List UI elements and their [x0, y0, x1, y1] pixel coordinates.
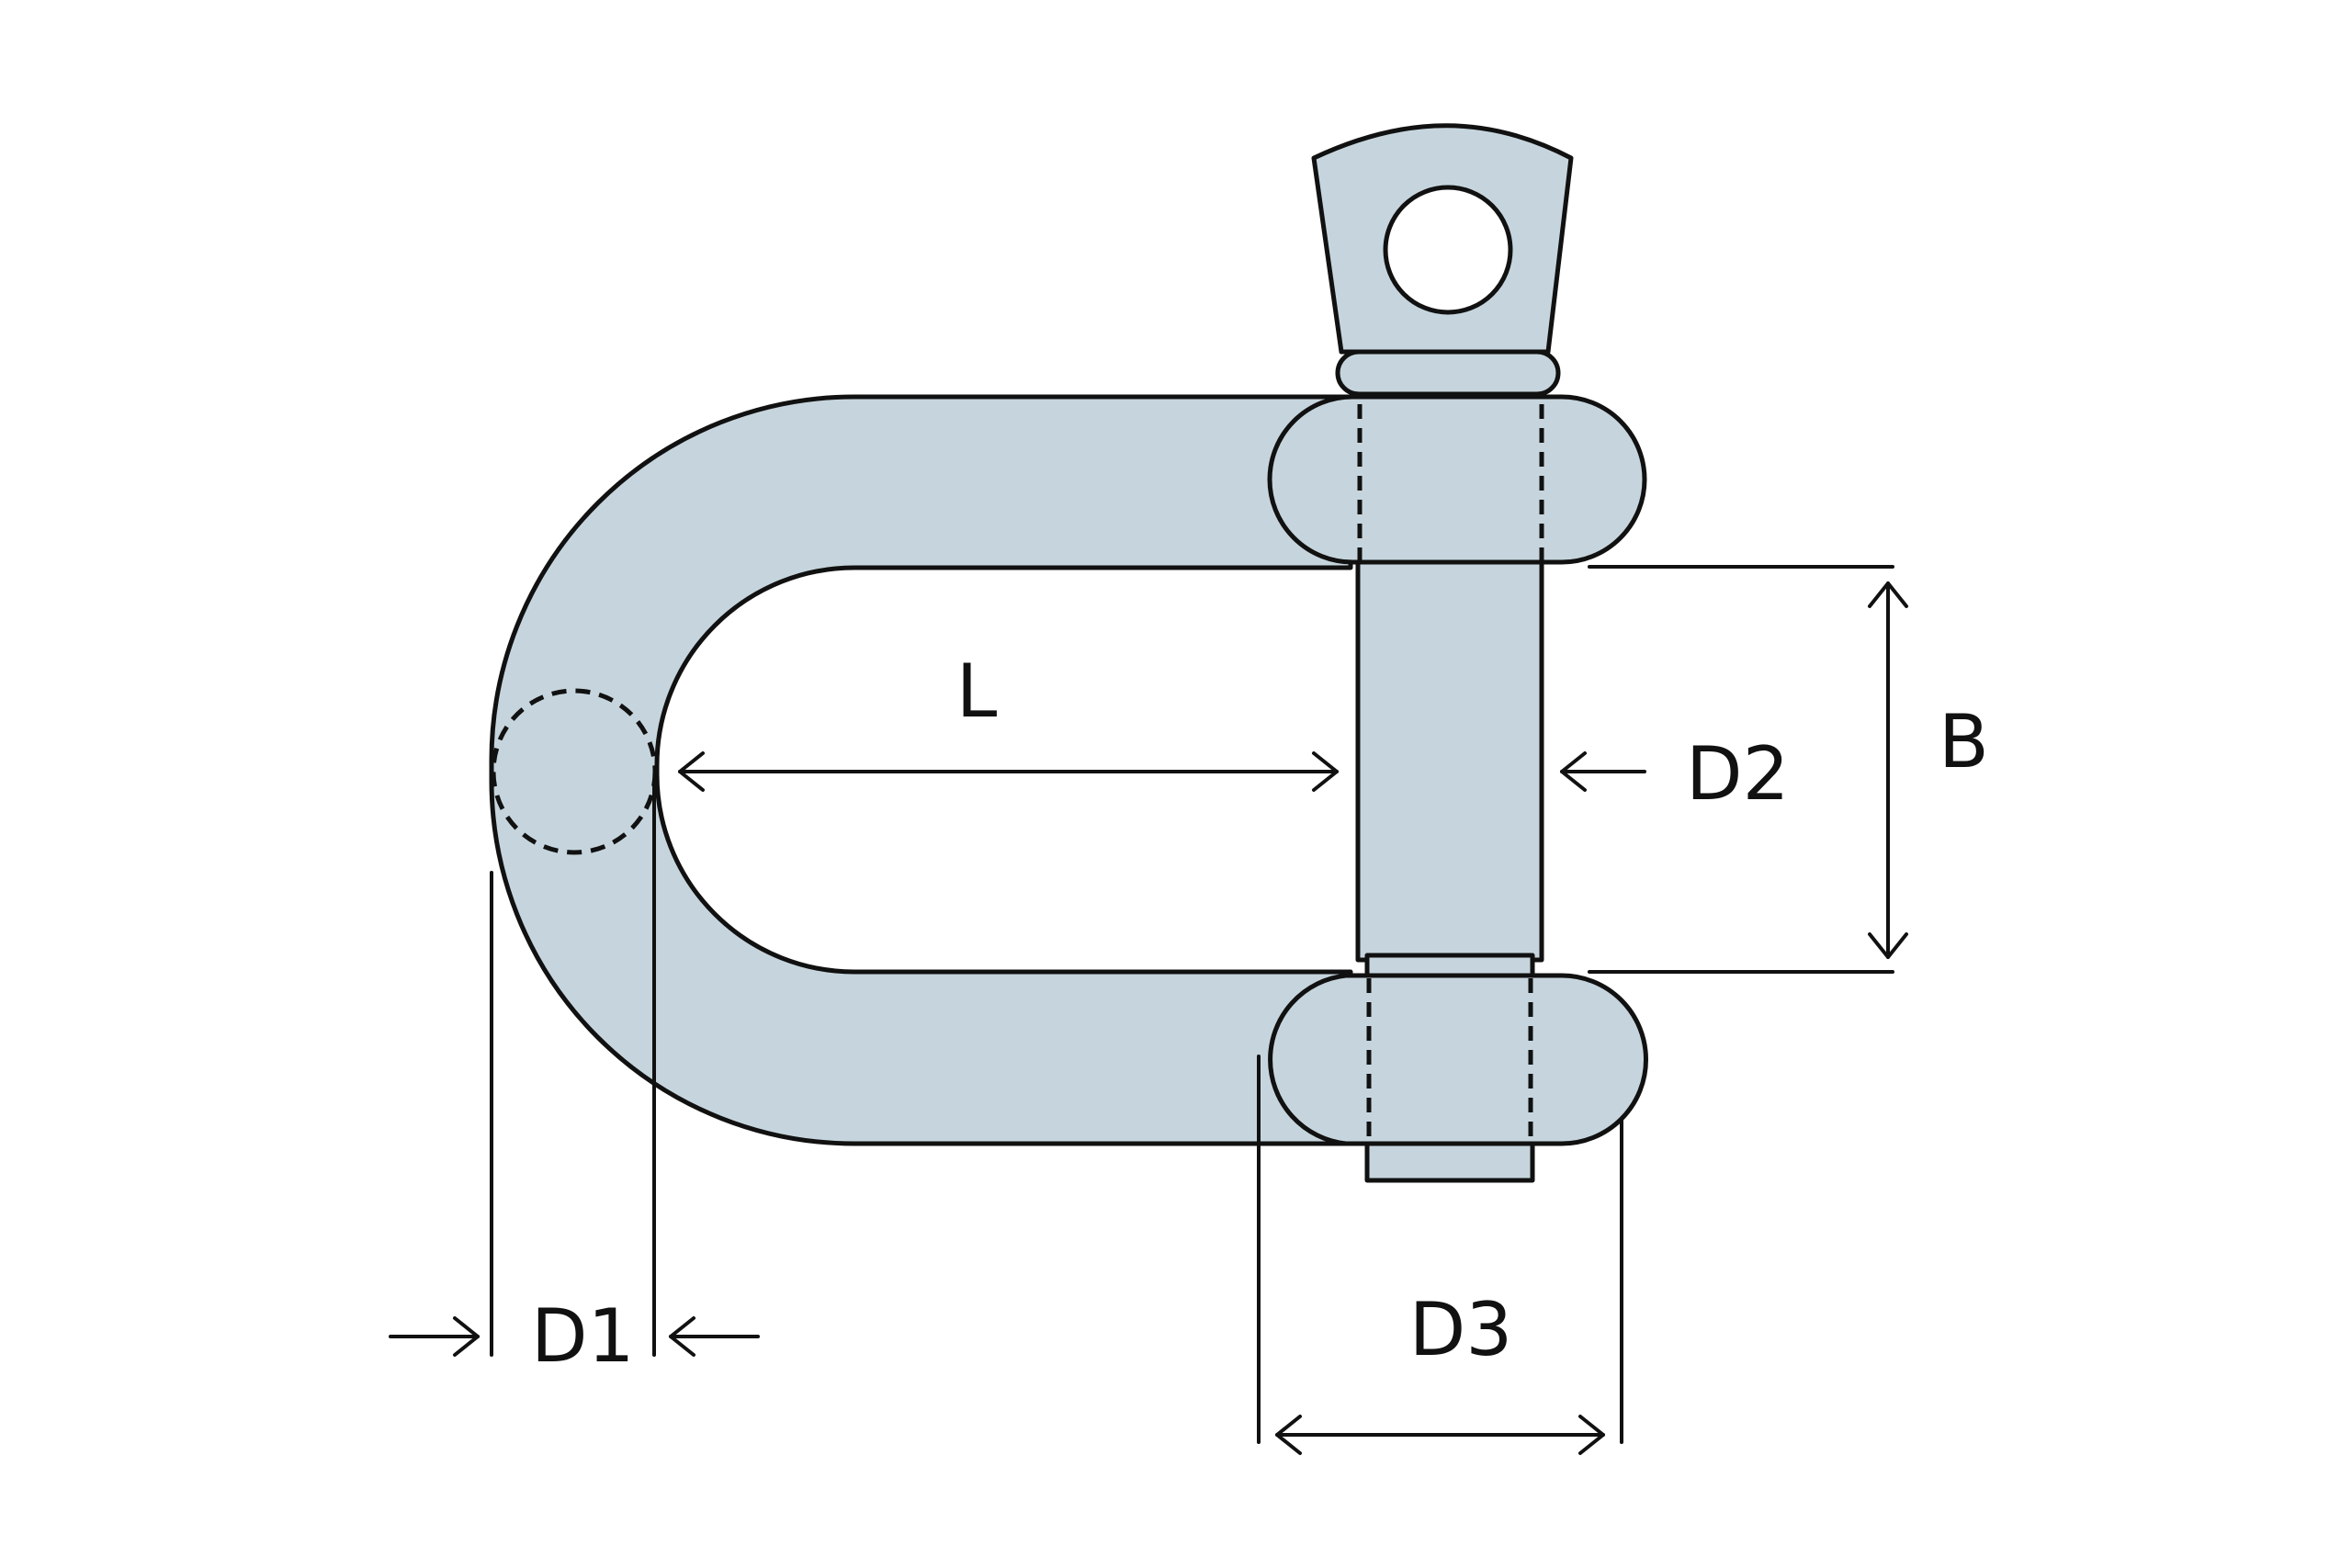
dimension-l [678, 751, 1339, 792]
label-b: B [1939, 699, 1989, 784]
pin-head-hole [1383, 185, 1513, 315]
label-d2: D2 [1686, 731, 1790, 817]
pin-shaft [1355, 512, 1544, 963]
label-l: L [956, 649, 998, 734]
dimension-b [1588, 565, 1908, 974]
pin-collar [1335, 349, 1561, 397]
label-d3: D3 [1409, 1287, 1513, 1372]
dimension-d1 [389, 779, 760, 1357]
lower-lug [1268, 973, 1648, 1146]
upper-lug [1267, 394, 1647, 565]
dimension-d2 [1560, 751, 1646, 792]
dimension-d3 [1257, 1055, 1623, 1455]
shackle-bow [489, 394, 1353, 1146]
label-d1: D1 [531, 1293, 635, 1379]
cross-section-circle [491, 688, 658, 855]
